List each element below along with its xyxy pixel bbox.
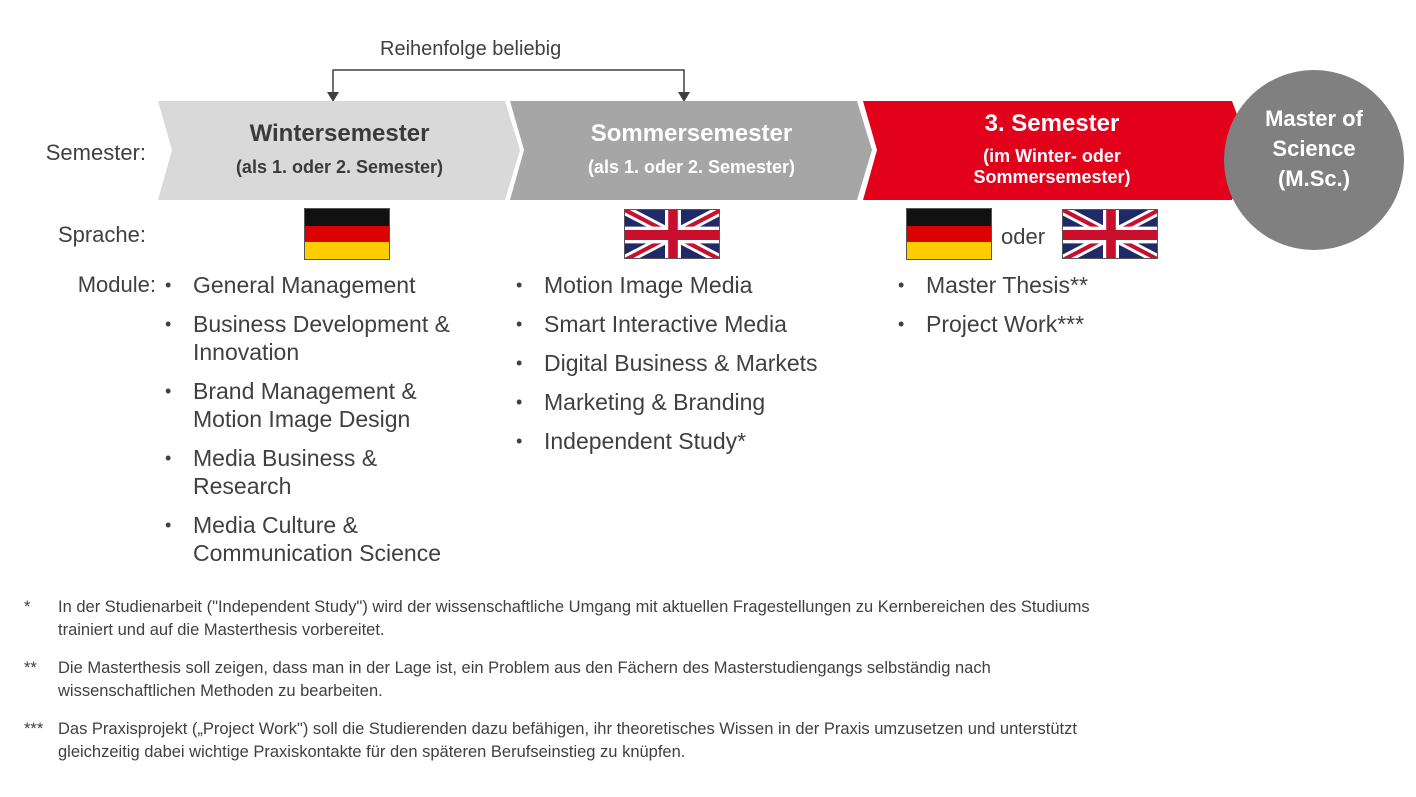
german-flag-icon bbox=[906, 208, 992, 260]
chevron-third bbox=[863, 101, 1250, 200]
chevron-summer bbox=[510, 101, 872, 200]
list-item: Master Thesis** bbox=[898, 271, 1198, 299]
list-item: Business Development &Innovation bbox=[165, 310, 495, 366]
list-item: General Management bbox=[165, 271, 495, 299]
step-third-title: 3. Semester (im Winter- oder Sommersemes… bbox=[973, 110, 1131, 187]
footnote-2: ** Die Masterthesis soll zeigen, dass ma… bbox=[24, 659, 991, 700]
semester-chevrons bbox=[158, 101, 1250, 200]
step-summer-title: Sommersemester (als 1. oder 2. Semester) bbox=[587, 120, 796, 177]
step-winter-title: Wintersemester (als 1. oder 2. Semester) bbox=[235, 120, 444, 177]
modules-winter-list: General Management Business Development … bbox=[165, 271, 495, 578]
list-item: Brand Management &Motion Image Design bbox=[165, 377, 495, 433]
row-label-semester: Semester: bbox=[45, 140, 146, 165]
row-label-module: Module: bbox=[77, 272, 156, 297]
uk-flag-icon bbox=[624, 209, 720, 259]
row-label-sprache: Sprache: bbox=[57, 222, 146, 247]
language-or-label: oder bbox=[1001, 224, 1046, 249]
list-item: Media Business &Research bbox=[165, 444, 495, 500]
modules-third-list: Master Thesis** Project Work*** bbox=[898, 271, 1198, 349]
footnote-1: * In der Studienarbeit ("Independent Stu… bbox=[24, 598, 1090, 639]
uk-flag-icon bbox=[1062, 209, 1158, 259]
list-item: Motion Image Media bbox=[516, 271, 856, 299]
list-item: Media Culture &Communication Science bbox=[165, 511, 495, 567]
list-item: Independent Study* bbox=[516, 427, 856, 455]
list-item: Project Work*** bbox=[898, 310, 1198, 338]
footnote-3: *** Das Praxisprojekt („Project Work") s… bbox=[24, 720, 1077, 761]
order-connector bbox=[327, 69, 690, 102]
german-flag-icon bbox=[304, 208, 390, 260]
modules-summer-list: Motion Image Media Smart Interactive Med… bbox=[516, 271, 856, 466]
order-label: Reihenfolge beliebig bbox=[380, 38, 562, 60]
list-item: Digital Business & Markets bbox=[516, 349, 856, 377]
chevron-winter bbox=[158, 101, 520, 200]
list-item: Marketing & Branding bbox=[516, 388, 856, 416]
degree-circle bbox=[1224, 70, 1404, 250]
degree-label: Master of Science (M.Sc.) bbox=[1265, 106, 1363, 191]
list-item: Smart Interactive Media bbox=[516, 310, 856, 338]
